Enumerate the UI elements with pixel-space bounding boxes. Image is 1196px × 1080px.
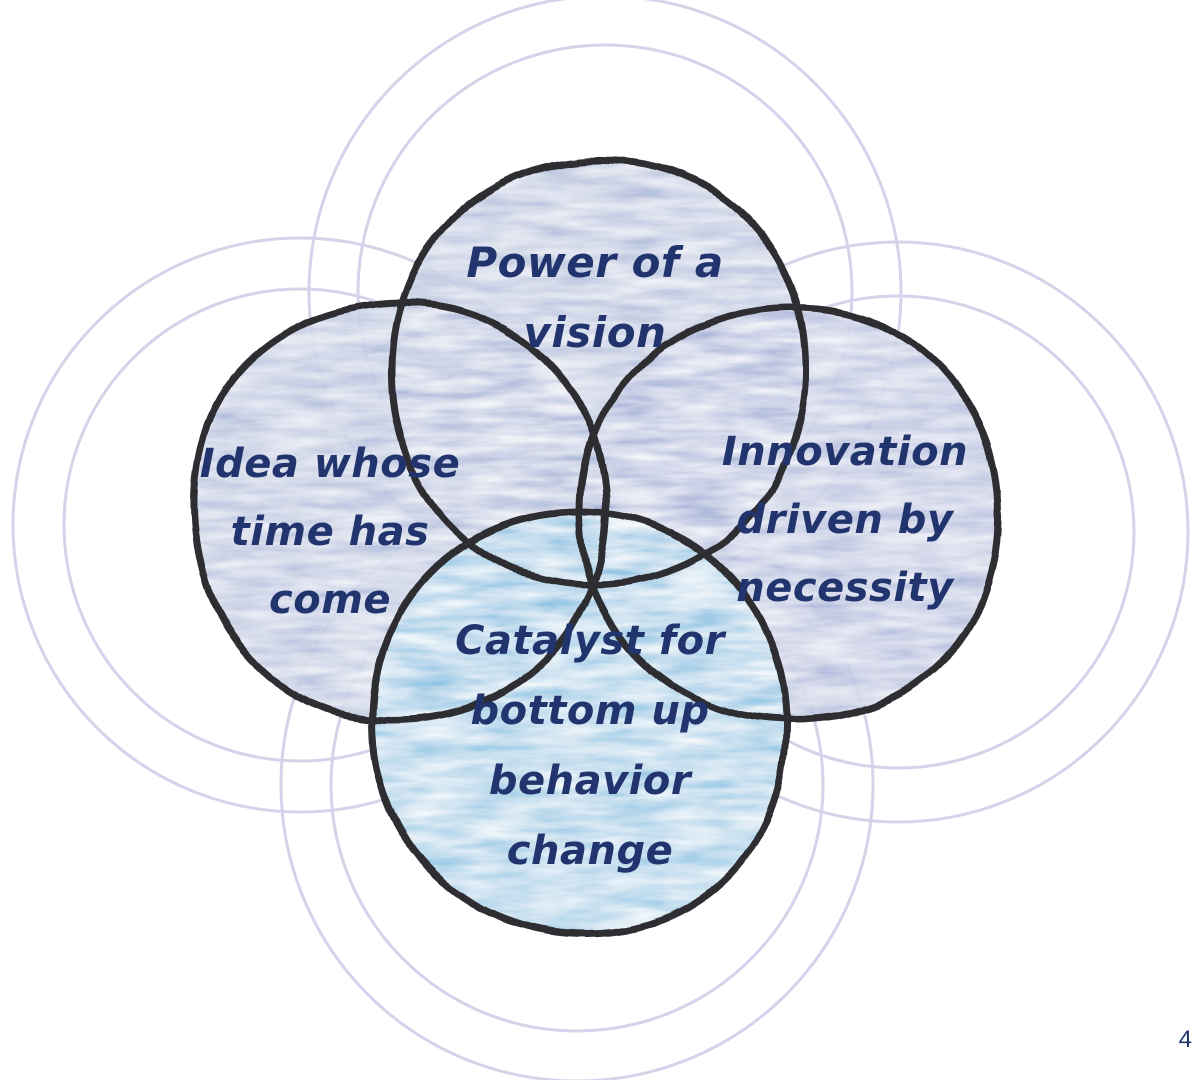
bubble-label-innovation: Innovation driven by necessity bbox=[700, 418, 990, 622]
bubble-label-line: behavior bbox=[488, 758, 692, 804]
bubble-label-line: vision bbox=[523, 308, 667, 357]
bubble-label-vision: Power of a vision bbox=[440, 228, 750, 368]
bubble-label-line: necessity bbox=[736, 565, 954, 611]
bubble-label-line: driven by bbox=[736, 497, 954, 543]
bubble-outline-catalyst bbox=[368, 508, 790, 938]
bubble-fills bbox=[193, 159, 999, 934]
bubble-label-line: change bbox=[506, 828, 674, 874]
bubble-label-line: bottom up bbox=[470, 688, 710, 734]
bubble-outline-vision bbox=[388, 156, 810, 588]
bubble-label-line: come bbox=[269, 577, 391, 623]
bubble-fill-catalyst bbox=[372, 512, 787, 934]
bubble-label-line: Catalyst for bbox=[455, 618, 725, 664]
bubble-label-catalyst: Catalyst for bottom up behavior change bbox=[430, 606, 750, 886]
bubble-label-line: time has bbox=[230, 509, 430, 555]
bubble-label-line: Idea whose bbox=[199, 441, 461, 487]
bubble-label-idea: Idea whose time has come bbox=[190, 430, 470, 634]
bubble-label-line: Power of a bbox=[466, 238, 724, 287]
bubble-label-line: Innovation bbox=[721, 429, 969, 475]
bubble-outline-idea bbox=[190, 299, 610, 724]
page-number: 4 bbox=[1178, 1026, 1192, 1053]
bubble-outlines bbox=[190, 156, 1002, 938]
